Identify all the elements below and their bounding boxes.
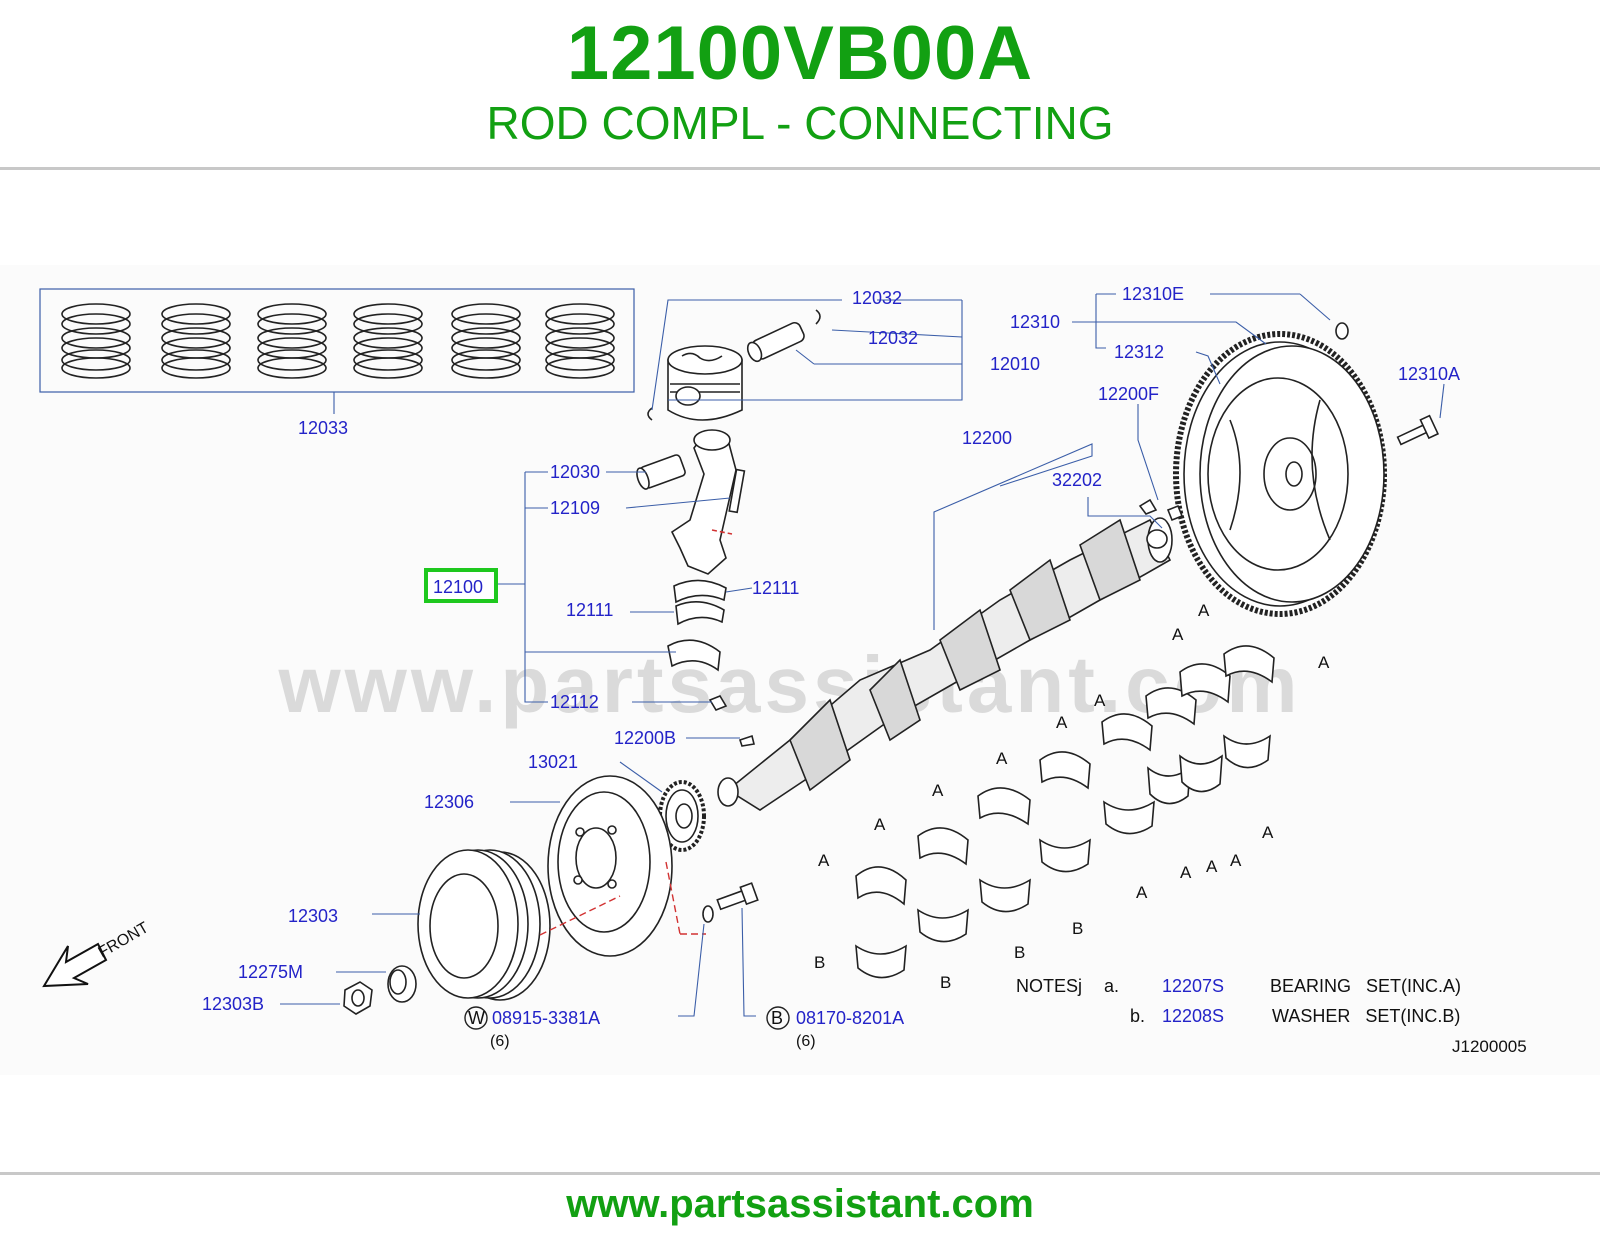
bearing-letter: A bbox=[1180, 863, 1192, 882]
callout-12303[interactable]: 12303 bbox=[288, 906, 338, 926]
callout-12310[interactable]: 12310 bbox=[1010, 312, 1060, 332]
bearing-letter: A bbox=[874, 815, 886, 834]
exploded-parts-diagram: www.partsassistant.com bbox=[0, 170, 1600, 1170]
leader-lines bbox=[280, 293, 1445, 1017]
part-name-subtitle: ROD COMPL - CONNECTING bbox=[486, 97, 1114, 149]
callout-12033[interactable]: 12033 bbox=[298, 418, 348, 438]
callout-12032-clip[interactable]: 12032 bbox=[868, 328, 918, 348]
bearing-letter: A bbox=[1206, 857, 1218, 876]
alignment-dash-lines bbox=[539, 861, 706, 936]
callout-labels: 12033 12032 12032 12010 12030 12109 1211… bbox=[202, 284, 1460, 1028]
callout-12112[interactable]: 12112 bbox=[550, 692, 599, 712]
piston-assembly bbox=[647, 309, 821, 421]
w-quantity: (6) bbox=[490, 1033, 510, 1050]
bearing-letter: A bbox=[818, 851, 830, 870]
notes-b-part[interactable]: 12208S bbox=[1162, 1006, 1224, 1026]
bearing-letter: A bbox=[1230, 851, 1242, 870]
crankshaft bbox=[717, 498, 1173, 811]
callout-12303B[interactable]: 12303B bbox=[202, 994, 264, 1014]
bearing-letter: A bbox=[1198, 601, 1210, 620]
damper-pulley bbox=[417, 849, 551, 1001]
connecting-rod bbox=[636, 429, 746, 711]
bearing-letter: B bbox=[940, 973, 951, 992]
bearing-letter-labels: A A A A A A A A A A A A A A B B B B bbox=[814, 601, 1330, 992]
washer-and-bolt bbox=[702, 882, 759, 923]
notes-b-letter: b. bbox=[1130, 1006, 1145, 1026]
callout-12310A[interactable]: 12310A bbox=[1398, 364, 1460, 384]
main-bearing-shells bbox=[855, 645, 1275, 979]
drawing-id: J1200005 bbox=[1452, 1037, 1527, 1056]
callout-12100[interactable]: 12100 bbox=[433, 577, 483, 597]
callout-12306[interactable]: 12306 bbox=[424, 792, 474, 812]
highlighted-part-12100[interactable]: 12100 bbox=[424, 568, 498, 603]
b-symbol: B bbox=[771, 1008, 783, 1028]
fastener-symbols: W (6) B (6) bbox=[464, 1006, 816, 1050]
b-symbol-circle bbox=[766, 1006, 790, 1030]
bearing-letter: A bbox=[1094, 691, 1106, 710]
callout-12200F[interactable]: 12200F bbox=[1098, 384, 1159, 404]
notes-a-desc: BEARING SET(INC.A) bbox=[1270, 976, 1461, 996]
callout-12030[interactable]: 12030 bbox=[550, 462, 600, 482]
callout-12310E[interactable]: 12310E bbox=[1122, 284, 1184, 304]
flywheel-dowels bbox=[1166, 504, 1184, 522]
callout-w-part[interactable]: 08915-3381A bbox=[492, 1008, 600, 1028]
notes-block: NOTESj a. 12207S BEARING SET(INC.A) b. 1… bbox=[1016, 976, 1527, 1056]
callout-12200[interactable]: 12200 bbox=[962, 428, 1012, 448]
notes-b-desc: WASHER SET(INC.B) bbox=[1272, 1006, 1460, 1026]
bearing-letter: A bbox=[932, 781, 944, 800]
flywheel bbox=[1173, 322, 1440, 617]
callout-12010[interactable]: 12010 bbox=[990, 354, 1040, 374]
callout-32202[interactable]: 32202 bbox=[1052, 470, 1102, 490]
callout-12109[interactable]: 12109 bbox=[550, 498, 600, 518]
footer-divider bbox=[0, 1172, 1600, 1175]
callout-12275M[interactable]: 12275M bbox=[238, 962, 303, 982]
bearing-letter: B bbox=[1072, 919, 1083, 938]
notes-prefix: NOTESj bbox=[1016, 976, 1082, 996]
w-symbol-circle bbox=[464, 1006, 488, 1030]
callout-b-part[interactable]: 08170-8201A bbox=[796, 1008, 904, 1028]
callout-12111-right[interactable]: 12111 bbox=[752, 578, 799, 598]
b-quantity: (6) bbox=[796, 1033, 816, 1050]
bearing-letter: A bbox=[1136, 883, 1148, 902]
callout-12111-left[interactable]: 12111 bbox=[566, 600, 613, 620]
callout-13021[interactable]: 13021 bbox=[528, 752, 578, 772]
bearing-letter: B bbox=[814, 953, 825, 972]
header-divider bbox=[0, 167, 1600, 170]
crank-pulley bbox=[547, 775, 673, 957]
footer-website-link[interactable]: www.partsassistant.com bbox=[566, 1182, 1034, 1226]
crank-timing-gear bbox=[658, 780, 706, 852]
bearing-letter: A bbox=[996, 749, 1008, 768]
callout-12312[interactable]: 12312 bbox=[1114, 342, 1164, 362]
notes-a-letter: a. bbox=[1104, 976, 1119, 996]
bearing-letter: A bbox=[1172, 625, 1184, 644]
notes-a-part[interactable]: 12207S bbox=[1162, 976, 1224, 996]
page-header: 12100VB00A ROD COMPL - CONNECTING bbox=[0, 0, 1600, 170]
piston-rings-group bbox=[39, 288, 635, 393]
callout-12200B[interactable]: 12200B bbox=[614, 728, 676, 748]
bearing-letter: A bbox=[1318, 653, 1330, 672]
part-number-title: 12100VB00A bbox=[566, 11, 1034, 96]
collar-and-nut bbox=[343, 965, 417, 1015]
bearing-letter: A bbox=[1262, 823, 1274, 842]
bearing-letter: A bbox=[1056, 713, 1068, 732]
callout-12032-top[interactable]: 12032 bbox=[852, 288, 902, 308]
bearing-letter: B bbox=[1014, 943, 1025, 962]
w-symbol: W bbox=[468, 1008, 485, 1028]
